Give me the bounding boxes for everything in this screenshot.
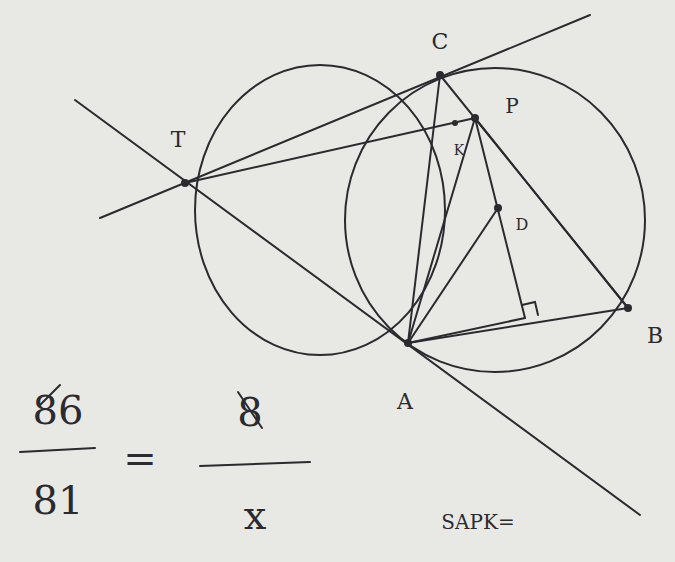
point-dot [471,114,479,122]
fraction-bar [200,462,310,466]
right-circle [345,68,645,372]
secant-line [100,15,590,218]
fraction-bar [20,448,95,452]
point-dot [404,339,412,347]
point-dot [624,304,632,312]
numerator: 86 [33,390,84,430]
numerator: 8 [237,392,262,432]
segment-ad [408,208,498,343]
right-angle-mark [522,302,538,315]
point-label: T [171,129,186,151]
segment-cb [440,75,628,308]
point-label: P [505,96,518,116]
point-dot [181,179,189,187]
equals-sign: = [123,438,157,478]
left-circle [195,65,445,355]
area-expression: SAPK= [441,512,514,532]
point-dot [452,120,458,126]
point-label: D [516,217,529,233]
denominator: x [244,495,267,535]
denominator: 81 [33,480,84,520]
point-dot [494,204,502,212]
point-dot [436,71,444,79]
segment-ab [408,308,628,343]
tangent-line [75,100,640,515]
point-label: B [647,325,663,347]
point-label: A [397,391,413,413]
segment-pa [408,118,475,343]
point-label: C [432,31,449,53]
point-label: K [454,143,464,157]
segment-foot [408,318,525,343]
